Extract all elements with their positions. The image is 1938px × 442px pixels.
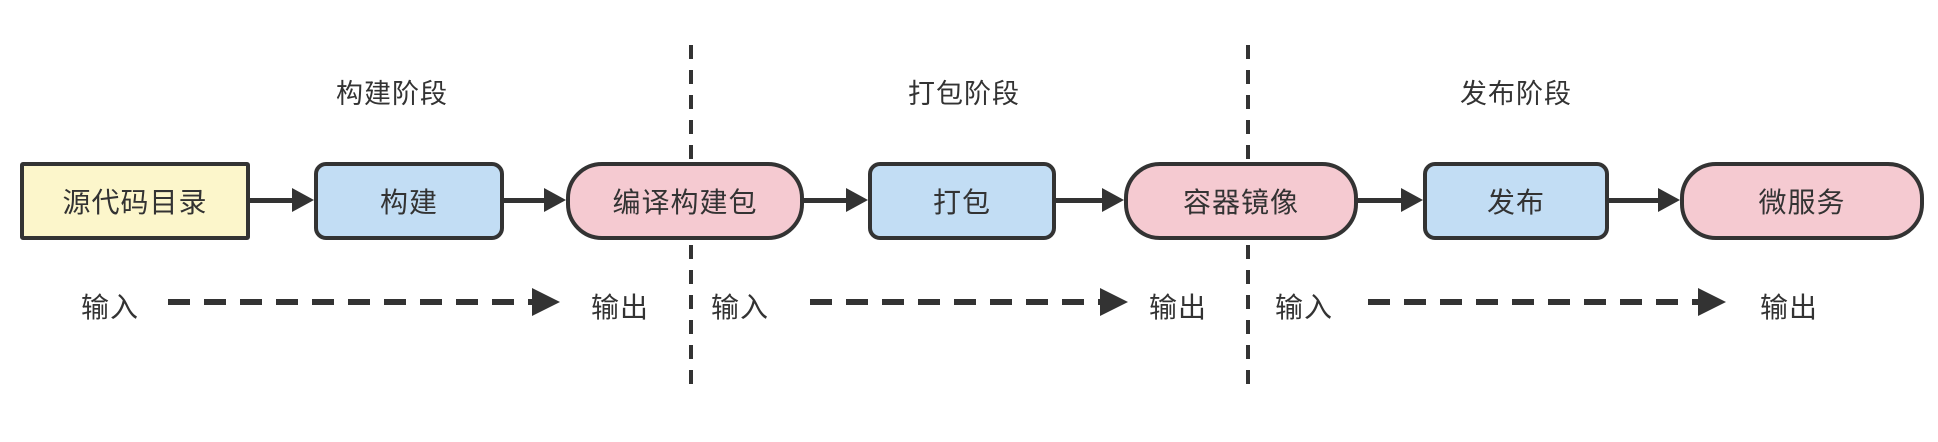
io-dashed-arrow-2	[810, 288, 1128, 316]
io-output-label-3: 输出	[1759, 292, 1819, 323]
io-output-label-2: 输出	[1148, 292, 1208, 323]
io-input-label-3: 输入	[1274, 292, 1334, 323]
stage-label-package: 打包阶段	[908, 79, 1020, 109]
arrowhead-icon	[1658, 188, 1680, 212]
arrowhead-icon	[846, 188, 868, 212]
io-dashed-arrow-3	[1368, 288, 1726, 316]
arrow-package-to-containerimage	[1056, 188, 1124, 212]
dashed-arrow-shaft	[168, 299, 536, 305]
arrow-shaft	[250, 198, 296, 203]
node-build: 构建	[314, 162, 504, 240]
io-dashed-arrow-1	[168, 288, 560, 316]
node-source-code-dir: 源代码目录	[20, 162, 250, 240]
arrow-source-to-build	[250, 188, 314, 212]
node-build-package: 编译构建包	[566, 162, 804, 240]
io-output-label-1: 输出	[590, 292, 650, 323]
node-release: 发布	[1423, 162, 1609, 240]
arrowhead-icon	[292, 188, 314, 212]
arrow-release-to-microservice	[1609, 188, 1680, 212]
arrow-build-to-buildpackage	[504, 188, 566, 212]
dashed-arrow-shaft	[1368, 299, 1702, 305]
arrow-shaft	[504, 198, 548, 203]
stage-label-release: 发布阶段	[1460, 79, 1572, 109]
node-microservice: 微服务	[1680, 162, 1924, 240]
stage-label-build: 构建阶段	[336, 79, 448, 109]
arrow-buildpackage-to-package	[804, 188, 868, 212]
io-input-label-2: 输入	[710, 292, 770, 323]
dashed-arrow-shaft	[810, 299, 1104, 305]
arrowhead-icon	[1401, 188, 1423, 212]
arrowhead-icon	[532, 288, 560, 316]
arrow-containerimage-to-release	[1358, 188, 1423, 212]
arrow-shaft	[1358, 198, 1405, 203]
node-container-image: 容器镜像	[1124, 162, 1358, 240]
arrow-shaft	[1609, 198, 1662, 203]
io-input-label-1: 输入	[80, 292, 140, 323]
arrow-shaft	[1056, 198, 1106, 203]
arrowhead-icon	[1698, 288, 1726, 316]
arrow-shaft	[804, 198, 850, 203]
arrowhead-icon	[1102, 188, 1124, 212]
node-package: 打包	[868, 162, 1056, 240]
arrowhead-icon	[544, 188, 566, 212]
arrowhead-icon	[1100, 288, 1128, 316]
